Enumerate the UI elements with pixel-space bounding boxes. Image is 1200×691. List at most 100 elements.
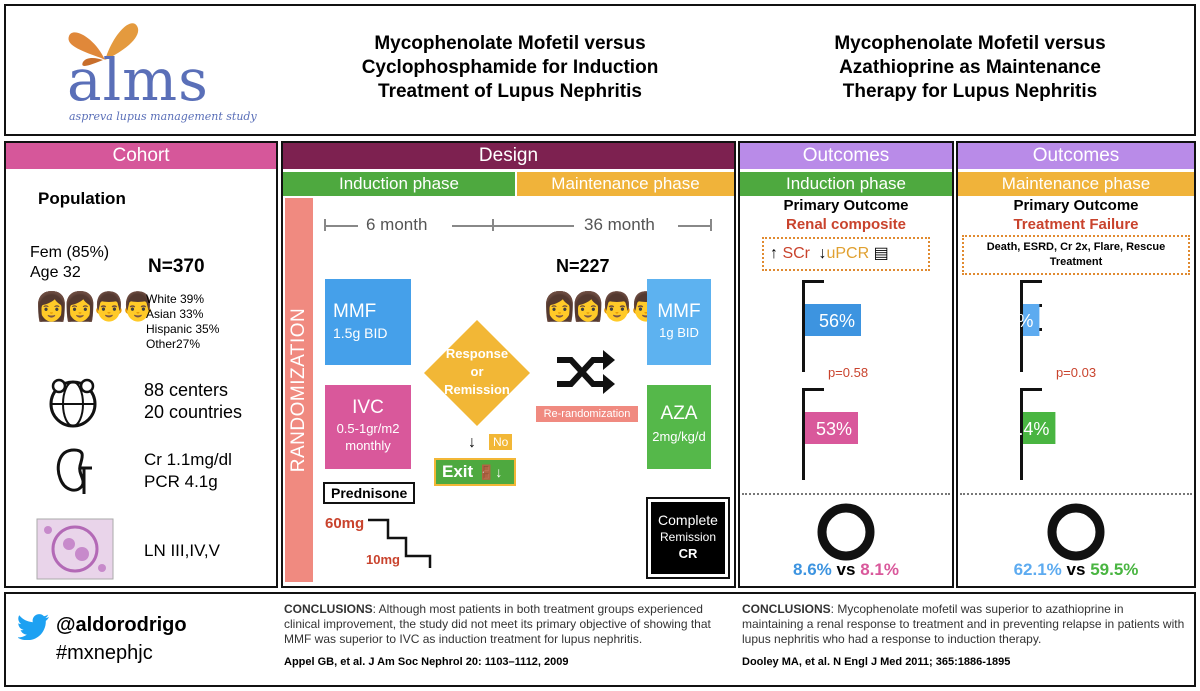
no-label: No [489,434,513,450]
header-panel [4,4,1196,136]
maintenance-divider [960,493,1192,495]
induction-p-value: p=0.58 [827,365,869,380]
design-panel [281,141,736,588]
maintenance-p-value: p=0.03 [1055,365,1097,380]
globe-icon [49,378,97,428]
maintenance-axis-1 [1020,388,1023,480]
exit-box: Exit 🚪↓ [434,458,516,486]
maintenance-bar-mmf [1023,304,1040,336]
maintenance-bar-chart: 16.4% 32.4% [982,280,1056,480]
induction-outcome-ring [817,503,875,561]
total-n: N=370 [148,256,205,277]
reference-induction: Appel GB, et al. J Am Soc Nephrol 20: 11… [284,656,569,668]
biopsy-image [36,518,114,580]
logo-name: alms [67,46,209,114]
down-arrow-icon: ↓ [818,245,827,262]
outcomes-induction-phase: Induction phase [740,172,952,196]
induction-tick-1-0 [802,388,824,391]
outcomes-maintenance-header: Outcomes [958,143,1194,169]
induction-measure: Renal composite [785,216,907,233]
six-month-label: 6 month [366,215,428,234]
outcomes-maintenance-phase: Maintenance phase [958,172,1194,196]
twitter-icon [18,614,49,640]
maintenance-label-aza: 32.4% [998,419,1049,439]
logo-subtitle: aspreva lupus management study [69,110,257,123]
maintenance-axis-0 [1020,280,1023,372]
induction-divider [742,493,950,495]
aza-box: AZA 2mg/kg/d [647,385,711,469]
induction-bar-ivc [805,412,858,444]
induction-bar-mmf [805,304,861,336]
butterfly-icon [68,23,139,66]
up-arrow-icon: ↑ [770,245,778,262]
maintenance-comparison: 62.1% vs 59.5% [1013,560,1139,579]
maintenance-measure: Treatment Failure [1013,216,1139,233]
maintenance-phase-label: Maintenance phase [517,172,734,196]
rerandom-label: Re-randomization [536,406,638,422]
population-label: Population [38,189,126,208]
conclusion-maintenance: CONCLUSIONS: Mycophenolate mofetil was s… [742,602,1185,646]
rerandom-people-icon: 👩👩👨👨 [542,290,663,323]
kidney-icon [56,448,92,494]
timeline-end [710,219,712,231]
timeline-36-line [494,225,574,227]
response-text: Response or Remission [444,346,510,397]
outcomes-induction-panel [738,141,954,588]
thirtysix-month-label: 36 month [584,215,655,234]
cohort-header: Cohort [6,143,276,169]
induction-bar-chart: 56% 53% [802,280,861,480]
induction-axis-0 [802,280,805,372]
mmf-induction-box: MMF 1.5g BID [325,279,411,365]
design-header: Design [283,143,734,169]
mean-age: Age 32 [30,264,81,281]
maintenance-primary-outcome: Primary Outcome [1013,197,1139,214]
maintenance-label-mmf: 16.4% [982,311,1033,331]
pcr-value: PCR 4.1g [144,472,218,491]
timeline-six-line-right [452,225,492,227]
ivc-box: IVC 0.5-1gr/m2 monthly [325,385,411,469]
induction-composite-box: ↑ SCr ↓uPCR ▤ [762,237,930,271]
taper-staircase [368,518,432,568]
exit-icon: 🚪↓ [477,464,503,480]
maintenance-bar-aza [1023,412,1056,444]
induction-comparison: 8.6% vs 8.1% [793,560,899,579]
prednisone-label: Prednisone [323,482,416,504]
creatinine-value: Cr 1.1mg/dl [144,450,232,469]
induction-tick-0-0 [802,280,824,283]
countries-count: 20 countries [144,402,243,422]
twitter-handle[interactable]: @aldorodrigo [56,614,187,636]
complete-remission-box: Complete Remission CR [646,497,730,579]
outcomes-induction-header: Outcomes [740,143,952,169]
prednisone-high-dose: 60mg [325,515,365,532]
ln-class: LN III,IV,V [144,541,220,560]
timeline-six-line [324,225,358,227]
maintenance-tick-1-0 [1020,388,1042,391]
title-maintenance: Mycophenolate Mofetil versus Azathioprin… [834,33,1106,102]
alms-logo: alms aspreva lupus management study [55,14,257,124]
centers-count: 88 centers [144,380,229,400]
induction-label-mmf: 56% [819,311,855,331]
people-icon: 👩👩👨👨 [34,290,155,323]
induction-primary-outcome: Primary Outcome [783,197,909,214]
hashtag[interactable]: #mxnephjc [56,642,153,664]
lab-icon: ▤ [873,245,889,262]
prednisone-low-dose: 10mg [366,552,400,567]
rerandom-n: N=227 [556,256,610,276]
treatment-failure-box: Death, ESRD, Cr 2x, Flare, Rescue Treatm… [962,235,1190,275]
cohort-panel [4,141,278,588]
shuffle-icon [557,350,615,394]
mmf-maintenance-box: MMF 1g BID [647,279,711,365]
randomization-bar: RANDOMIZATION [285,198,313,582]
down-arrow-icon: ↓ [468,434,476,451]
conclusion-induction: CONCLUSIONS: Although most patients in b… [284,602,711,646]
timeline-36-line-right [678,225,710,227]
maintenance-tick-0-0 [1020,280,1042,283]
footer-panel [4,592,1196,687]
title-induction: Mycophenolate Mofetil versus Cyclophosph… [361,33,659,102]
female-percent: Fem (85%) [30,244,110,261]
induction-axis-1 [802,388,805,480]
induction-label-ivc: 53% [816,419,852,439]
reference-maintenance: Dooley MA, et al. N Engl J Med 2011; 365… [742,656,1011,668]
timeline-mid [492,219,494,231]
response-diamond [424,320,530,426]
